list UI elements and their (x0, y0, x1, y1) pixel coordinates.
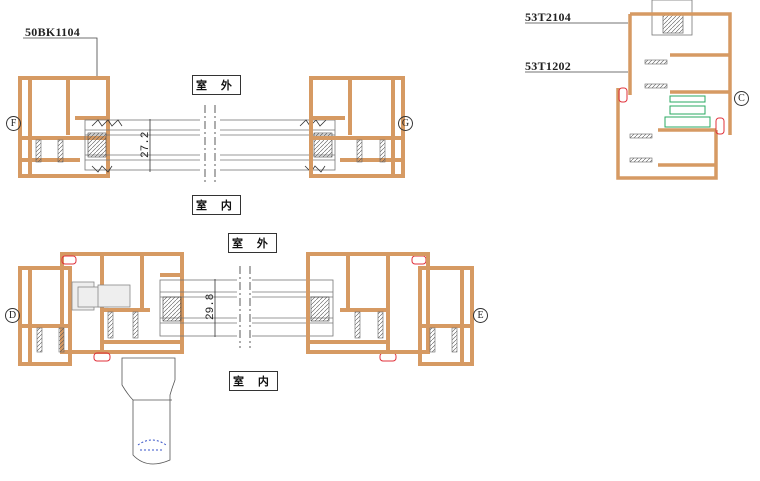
lock-hardware (71, 281, 131, 311)
section-mark-c: C (734, 91, 749, 106)
dimension-top-glass: 27.2 (140, 131, 152, 158)
spacers-bottom (162, 296, 330, 322)
thermal-break-D (36, 311, 139, 353)
section-mark-e: E (473, 308, 488, 323)
section-mark-f: F (6, 116, 21, 131)
handle (121, 357, 176, 465)
section-mark-d: D (5, 308, 20, 323)
profile-D (18, 252, 184, 366)
profile-E (306, 252, 474, 366)
part-label-53t2104: 53T2104 (525, 10, 572, 24)
glass-break-bottom (237, 266, 252, 348)
handle-detail (137, 439, 167, 451)
gaskets-C (618, 87, 725, 135)
part-label-50bk1104: 50BK1104 (25, 25, 81, 39)
insert-C (664, 95, 711, 128)
leaders-right (525, 22, 628, 73)
thermal-break-E (354, 311, 458, 353)
part-label-53t1202: 53T1202 (525, 59, 572, 73)
glass-C (651, 0, 693, 36)
indoor-label-top: 室 内 (192, 195, 241, 215)
outdoor-label-top: 室 外 (192, 75, 241, 95)
indoor-label-bottom: 室 内 (229, 371, 278, 391)
profile-F (18, 76, 110, 178)
leader-50bk1104 (23, 37, 98, 77)
thermal-break-C (629, 59, 668, 163)
outdoor-label-bottom: 室 外 (228, 233, 277, 253)
dimension-bottom-glass: 29.8 (205, 293, 217, 320)
thermal-break-G (356, 139, 386, 163)
break-lines-bottom (239, 266, 251, 348)
thermal-break-F (35, 139, 64, 163)
glass-break-top (200, 105, 220, 185)
section-mark-g: G (398, 116, 413, 131)
break-lines-top (204, 105, 216, 185)
profile-C (616, 12, 732, 180)
